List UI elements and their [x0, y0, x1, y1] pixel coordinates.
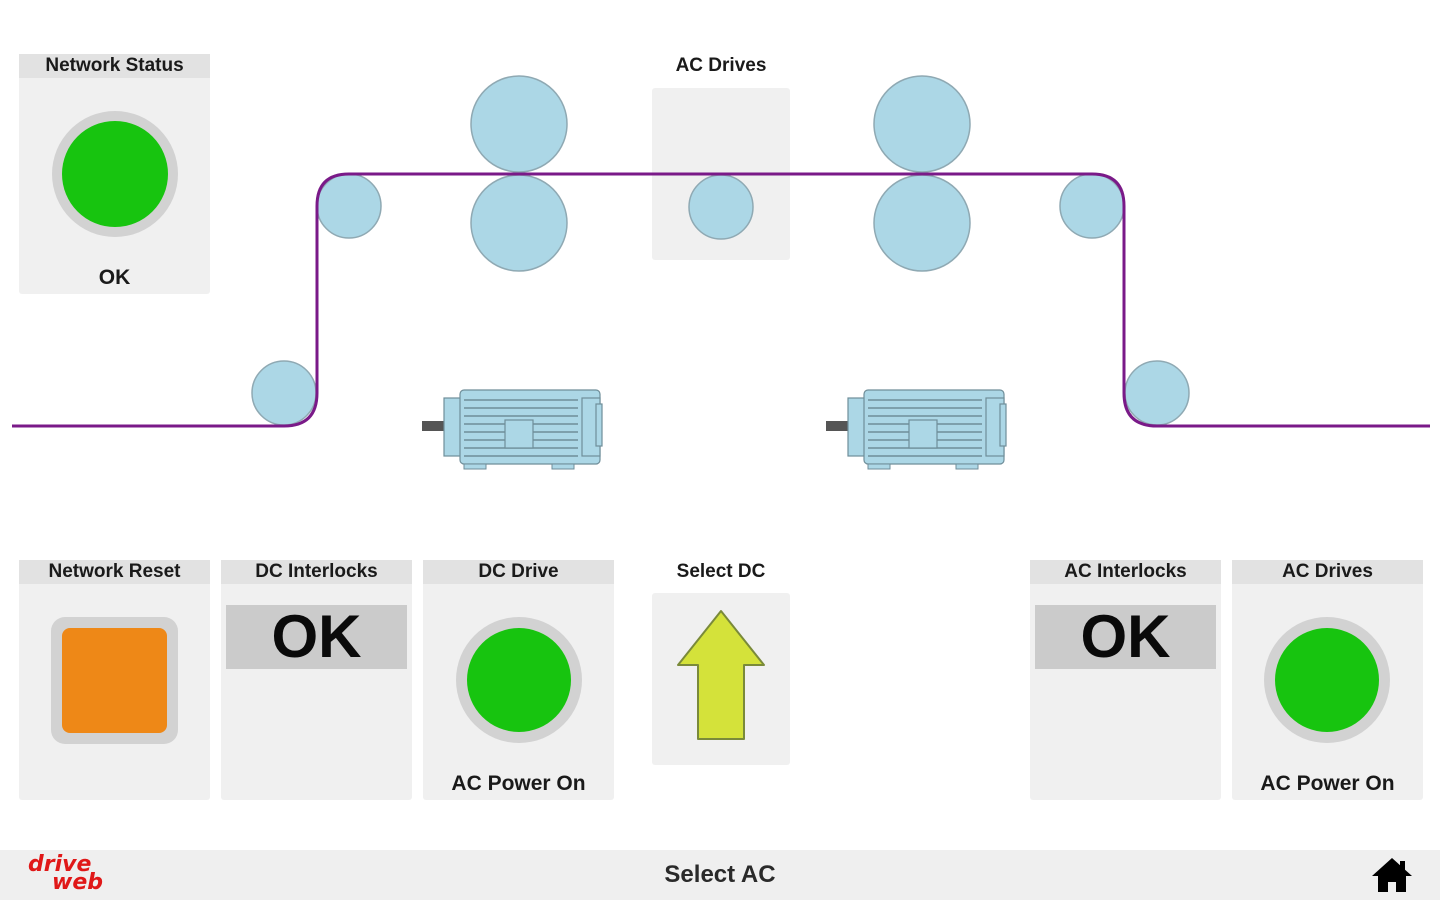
nip-roller-top-left [470, 75, 568, 173]
network-status-panel: Network Status OK [19, 54, 210, 294]
arrow-up-icon [677, 610, 765, 740]
network-reset-button-face[interactable] [62, 628, 167, 733]
ac-interlocks-panel: AC Interlocks OK [1030, 560, 1221, 800]
network-reset-button[interactable] [51, 617, 178, 744]
entry-roller-left [251, 360, 317, 426]
logo-line-2: web [52, 870, 103, 895]
exit-roller-right [1124, 360, 1190, 426]
nip-roller-bottom-left [470, 174, 568, 272]
ac-interlocks-status: OK [1035, 605, 1216, 669]
dc-interlocks-panel: DC Interlocks OK [221, 560, 412, 800]
network-reset-title: Network Reset [19, 560, 210, 584]
rollers [251, 75, 1190, 426]
ac-drives-indicator[interactable] [1275, 628, 1379, 732]
dc-interlocks-status: OK [226, 605, 407, 669]
network-status-value: OK [98, 266, 131, 289]
upper-roller-right [1059, 173, 1125, 239]
home-icon[interactable] [1370, 856, 1414, 894]
network-status-title: Network Status [19, 54, 210, 78]
nip-roller-bottom-right [873, 174, 971, 272]
upper-roller-left [316, 173, 382, 239]
ac-motor-icon [826, 389, 1007, 470]
logo-line-1: drive [28, 852, 92, 877]
driveweb-logo: drive web [28, 852, 103, 895]
ac-drives-top-title: AC Drives [675, 55, 767, 76]
dc-motor-icon [422, 389, 603, 470]
network-reset-panel: Network Reset [19, 560, 210, 800]
network-status-indicator [62, 121, 168, 227]
select-dc-title: Select DC [676, 561, 766, 582]
select-ac-button[interactable]: Select AC [664, 861, 776, 888]
footer-bar: drive web Select AC [0, 850, 1440, 900]
process-diagram [12, 75, 1430, 470]
dc-drive-panel: DC Drive AC Power On [423, 560, 614, 800]
nip-roller-top-right [873, 75, 971, 173]
ac-drives-title: AC Drives [1232, 560, 1423, 584]
dc-drive-caption: AC Power On [451, 772, 586, 795]
dc-drive-title: DC Drive [423, 560, 614, 584]
ac-drives-caption: AC Power On [1260, 772, 1395, 795]
dc-interlocks-title: DC Interlocks [221, 560, 412, 584]
ac-drive-roller [688, 174, 754, 240]
ac-interlocks-title: AC Interlocks [1030, 560, 1221, 584]
web-path [12, 172, 1430, 428]
select-dc-button[interactable] [652, 593, 790, 765]
ac-drives-panel: AC Drives AC Power On [1232, 560, 1423, 800]
dc-drive-indicator[interactable] [467, 628, 571, 732]
